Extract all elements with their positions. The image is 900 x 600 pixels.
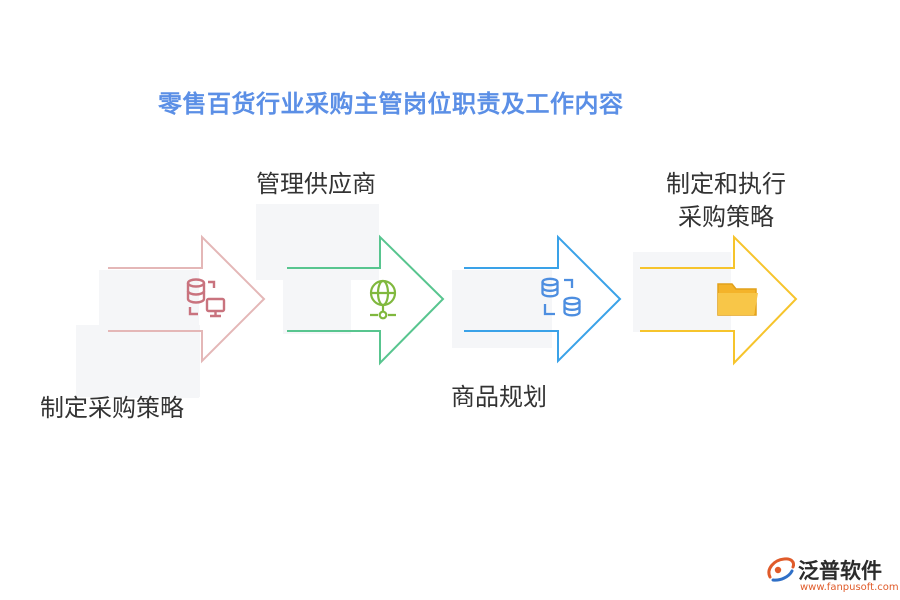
step-1-label: 制定采购策略 (40, 394, 184, 422)
step-4-label-line-2: 采购策略 (678, 203, 774, 231)
step-4-label-line-1: 制定和执行 (666, 170, 786, 198)
step-1-backdrop-lower (76, 325, 200, 397)
brand-logo: 泛普软件 www.fanpusoft.com (764, 553, 899, 598)
database-monitor-icon (186, 278, 226, 318)
step-2-label: 管理供应商 (256, 170, 376, 198)
step-4-label: 制定和执行 采购策略 (666, 168, 786, 234)
globe-network-icon (369, 279, 397, 320)
folder-icon (717, 283, 758, 316)
step-3-label: 商品规划 (451, 383, 547, 411)
step-3-backdrop (452, 270, 552, 348)
step-4-backdrop (633, 252, 731, 332)
brand-name: 泛普软件 (798, 559, 882, 583)
database-sync-icon (541, 277, 581, 317)
brand-url: www.fanpusoft.com (800, 582, 899, 593)
step-2-backdrop-lower (283, 278, 351, 334)
diagram-title: 零售百货行业采购主管岗位职责及工作内容 (158, 90, 624, 118)
brand-mark-icon (767, 557, 795, 582)
